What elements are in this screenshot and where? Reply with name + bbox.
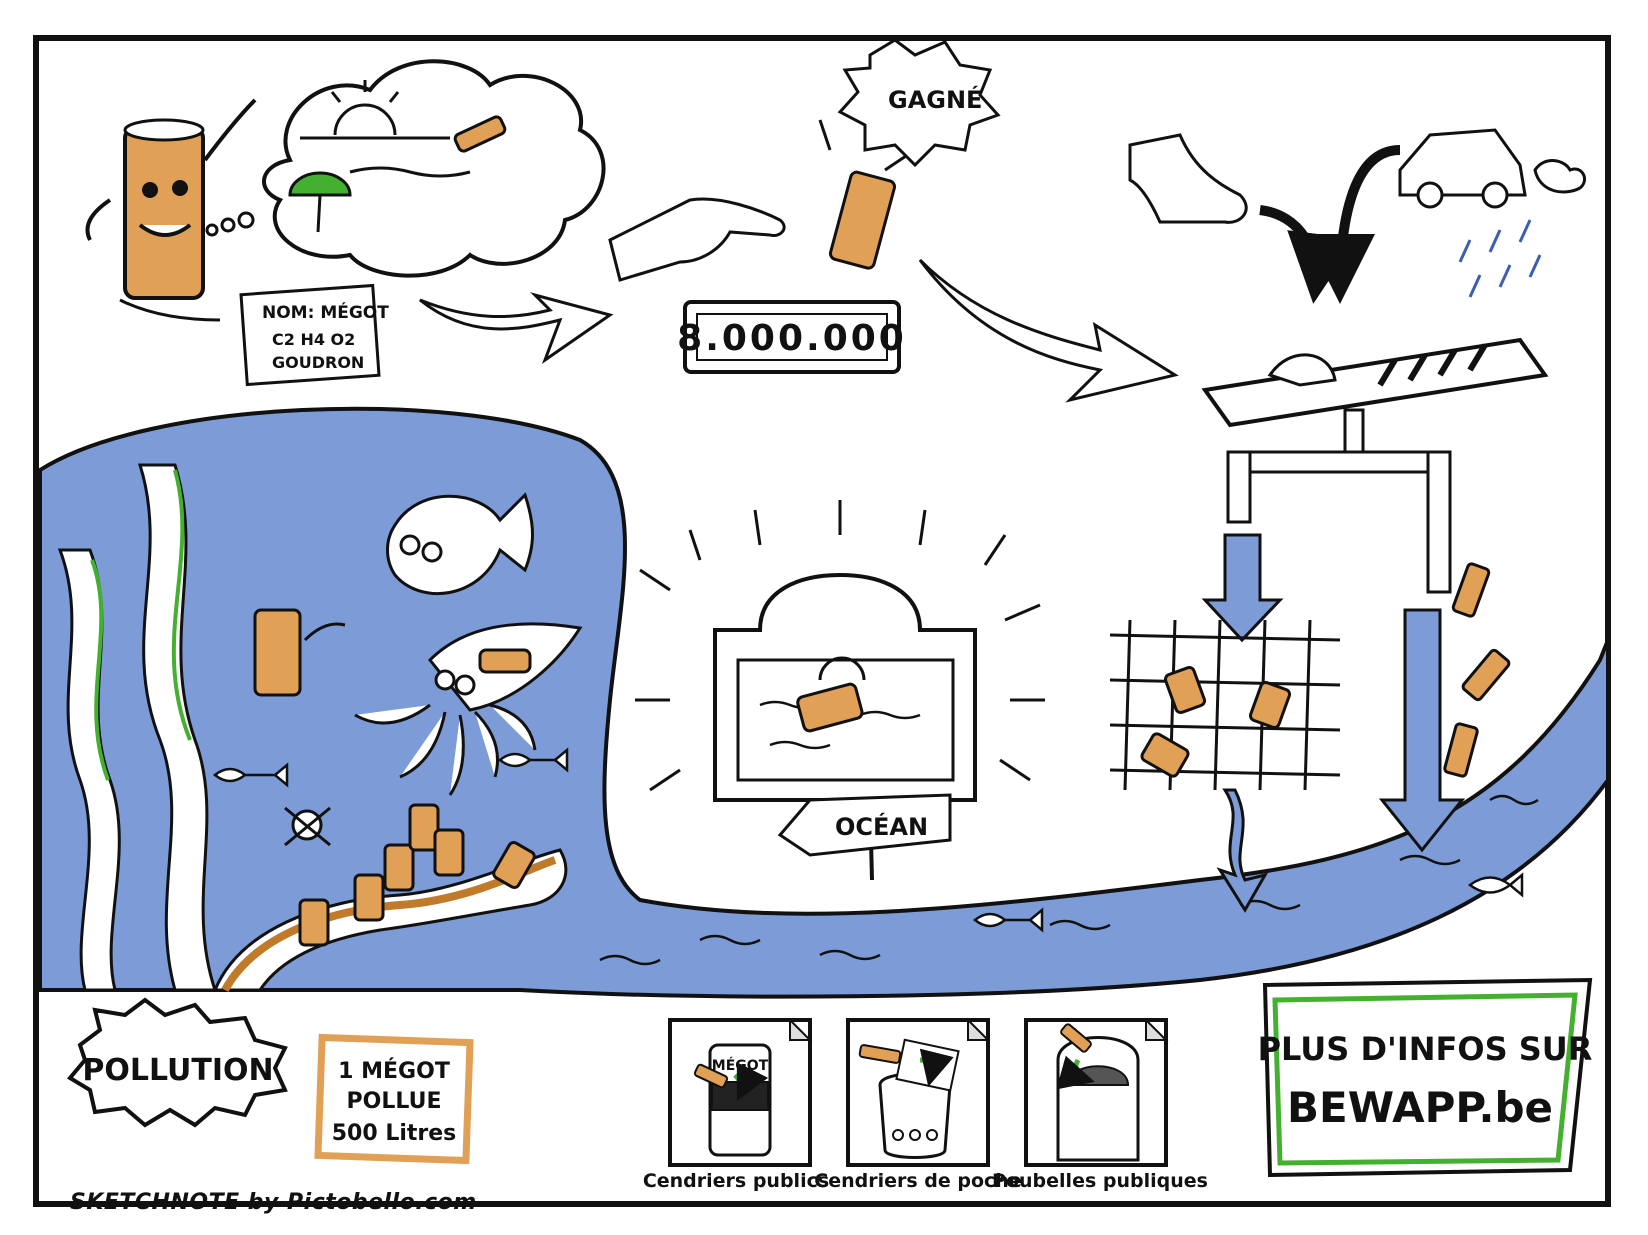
cigarette-butt-icon (453, 115, 507, 153)
pufferfish-icon (386, 492, 534, 596)
tag-line-3: GOUDRON (272, 353, 364, 372)
pollution-fact-card: 1 MÉGOT POLLUE 500 Litres (314, 1033, 474, 1165)
tag-line-1: NOM: MÉGOT (262, 301, 389, 323)
gagne-burst: GAGNÉ (837, 38, 1001, 168)
blue-arrow-from-filter (1216, 788, 1269, 913)
arrow-step2-to-step3 (918, 258, 1179, 403)
solution-card-pocket-ashtray (846, 1017, 991, 1167)
storm-drain-icon (1201, 337, 1549, 428)
info-box: PLUS D'INFOS SUR BEWAPP.be (1258, 977, 1593, 1178)
flying-butt-character (818, 119, 916, 270)
umbrella-icon (288, 171, 352, 233)
solution-label-public-bin: Poubelles publiques (992, 1170, 1208, 1192)
seabed-butts (298, 803, 536, 947)
cigarette-butt-character (85, 98, 257, 322)
fact-line-1: 1 MÉGOT (338, 1058, 450, 1084)
arrow-step1-to-step2 (419, 292, 614, 364)
blue-arrows-down (1201, 533, 1466, 853)
seaweed (57, 463, 218, 992)
ocean-billboard (635, 500, 1045, 881)
solution-label-public-ashtray: Cendriers publics (643, 1170, 829, 1192)
ocean-sign-label: OCÉAN (835, 812, 928, 841)
trapped-butts (1140, 665, 1292, 778)
solution-card-public-ashtray: MÉGOT (668, 1017, 813, 1167)
falling-butts (1443, 562, 1511, 778)
counter-value: 8.000.000 (677, 318, 907, 359)
shoe-icon (1128, 133, 1248, 224)
info-line-1: PLUS D'INFOS SUR (1258, 1030, 1593, 1068)
squid-icon (354, 622, 583, 796)
tag-line-2: C2 H4 O2 (272, 330, 355, 349)
frame-border (33, 35, 1611, 1207)
pollution-title: POLLUTION (82, 1053, 273, 1088)
shark-fish-icon (1467, 872, 1524, 898)
thought-dots (205, 211, 255, 237)
pocket-ashtray-icon (858, 1038, 960, 1159)
butt-character-underwater (253, 608, 346, 697)
counter-display: 8.000.000 (677, 300, 907, 374)
info-line-2: BEWAPP.be (1287, 1083, 1553, 1132)
curved-arrow-shoe (1259, 205, 1357, 304)
river-waves (599, 794, 1539, 966)
rain-icon (1458, 219, 1542, 298)
fish-skeleton-icon (212, 747, 1044, 933)
ashtray-sticker: MÉGOT (712, 1057, 769, 1074)
solution-card-public-bin (1024, 1017, 1169, 1167)
gagne-label: GAGNÉ (888, 85, 982, 114)
filter-grid (1109, 619, 1341, 791)
drain-pipes (1226, 408, 1452, 594)
car-icon (1398, 128, 1586, 209)
flicking-hand-icon (608, 197, 786, 282)
credit-text: SKETCHNOTE by Pictobello.com (70, 1190, 477, 1215)
public-ashtray-icon: MÉGOT (693, 1043, 772, 1157)
thought-cloud (262, 59, 606, 278)
ocean-direction-sign: OCÉAN (777, 793, 952, 857)
pollution-badge: POLLUTION (66, 997, 288, 1128)
public-bin-icon (1056, 1023, 1140, 1162)
solution-label-pocket-ashtray: Cendriers de poche (814, 1170, 1021, 1192)
fact-line-2: POLLUE (347, 1089, 442, 1114)
sun-icon (300, 80, 471, 178)
skull-icon (284, 806, 331, 847)
fact-line-3: 500 Litres (332, 1121, 457, 1146)
curved-arrow-car (1305, 145, 1401, 304)
name-tag: NOM: MÉGOT C2 H4 O2 GOUDRON (239, 283, 389, 387)
